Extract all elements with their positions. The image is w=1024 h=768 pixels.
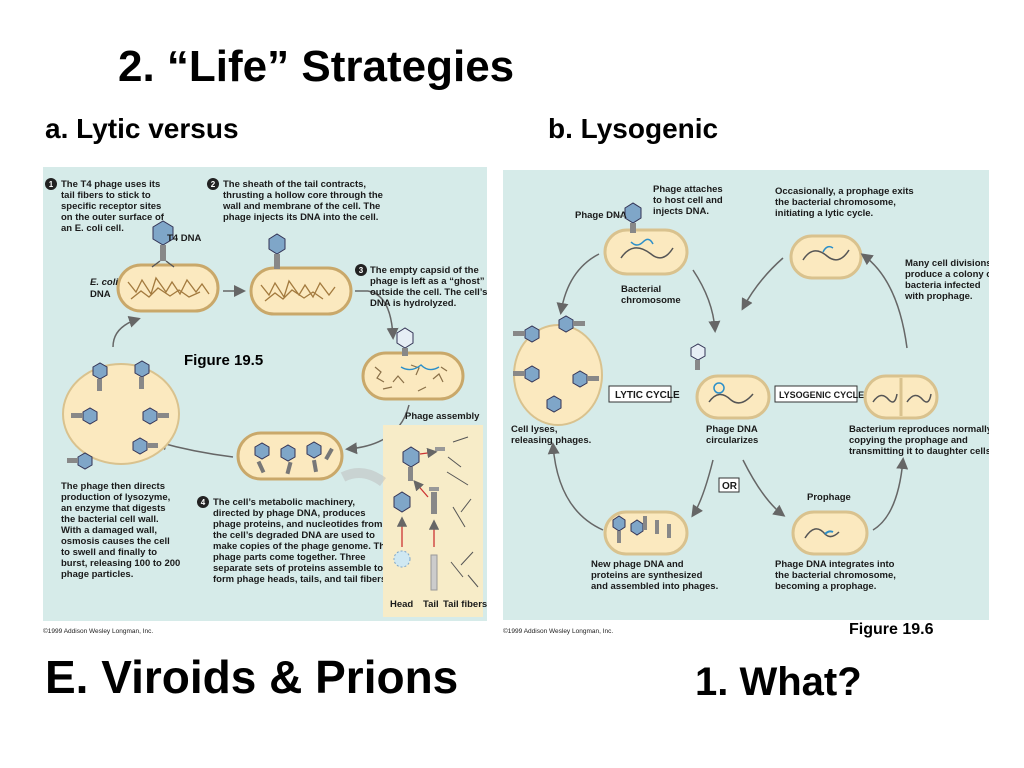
attach-text: Phage attaches to host cell and injects … — [653, 184, 725, 217]
left-figure-copyright: ©1999 Addison Wesley Longman, Inc. — [43, 628, 154, 635]
ecoli-dna-2 — [260, 279, 336, 302]
tail-label: Tail — [423, 599, 439, 610]
attaching-phage-icon — [624, 202, 642, 224]
arrow-divide-to-exit — [860, 253, 908, 349]
step-5-text: The phage then directs production of lys… — [61, 481, 183, 580]
assembling-phages — [254, 441, 334, 475]
step-4-badge — [197, 496, 209, 508]
step-2-badge — [207, 178, 219, 190]
circularizes-text: Phage DNA circularizes — [706, 424, 760, 446]
arrow-circularize-to-integrate — [742, 459, 786, 517]
bacterial-chromosome-3 — [708, 393, 754, 404]
phage-tail-contracted-icon — [274, 254, 280, 269]
empty-phage-tail-icon — [695, 360, 700, 370]
step-1-text: The T4 phage uses its tail fibers to sti… — [61, 179, 167, 234]
arrow-4-5 — [155, 438, 234, 458]
arrow-2-3 — [367, 290, 399, 340]
phage-assembly-label: Phage assembly — [405, 411, 480, 422]
excised-prophage — [822, 245, 834, 253]
injected-phage-dna — [630, 238, 654, 246]
lysis-phages — [513, 315, 599, 413]
host-cell-attach — [603, 228, 689, 276]
step-4-number: 4 — [201, 498, 206, 507]
ecoli-dna-label: E. coli DNA — [90, 277, 121, 300]
phage-injecting-icon — [268, 233, 286, 255]
divided-chromosomes — [872, 393, 932, 403]
right-figure-copyright: ©1999 Addison Wesley Longman, Inc. — [503, 628, 614, 635]
prophage-label: Prophage — [807, 492, 851, 503]
lytic-cycle-label: LYTIC CYCLE — [615, 390, 680, 401]
bacterial-chromosome-2 — [802, 249, 850, 261]
figure-19-6-caption: Figure 19.6 — [849, 621, 934, 638]
arrow-circularize-to-synthesis — [691, 459, 714, 518]
arrow-burst-to-attach — [556, 253, 600, 315]
step-1-badge — [45, 178, 57, 190]
figure-19-5-caption: Figure 19.5 — [184, 352, 263, 369]
lysogenic-cycle-figure: Phage DNA Phage attaches to host cell an… — [503, 170, 989, 620]
synthesized-phages — [612, 515, 671, 543]
lysogenic-cycle-box — [774, 385, 858, 403]
burst-cell — [62, 363, 180, 465]
integrated-prophage — [824, 530, 834, 535]
arrow-synthesis-to-lysis — [547, 442, 604, 531]
new-phage-text: New phage DNA and proteins are synthesiz… — [591, 559, 718, 592]
prophage-cell — [791, 510, 869, 556]
attaching-phage-tail-icon — [630, 223, 636, 233]
assembly-diagram — [393, 436, 479, 591]
lytic-cycle-box — [608, 385, 672, 403]
ecoli-dna-1 — [127, 276, 210, 300]
assembly-pointer — [340, 468, 386, 487]
step-1-number: 1 — [49, 180, 54, 189]
prophage-exit-cell — [789, 234, 863, 280]
lysogenic-cycle-label: LYSOGENIC CYCLE — [779, 390, 864, 400]
ghost-capsid-icon — [396, 327, 414, 349]
lysogenic-cycle-diagram: Phage DNA Phage attaches to host cell an… — [511, 184, 989, 592]
slide-title: 2. “Life” Strategies — [118, 42, 515, 91]
released-phages — [67, 360, 169, 470]
circular-phage-dna — [713, 382, 725, 394]
step-3-text: The empty capsid of the phage is left as… — [370, 265, 487, 309]
circularize-cell — [695, 374, 771, 420]
bacterium-reproduces-text: Bacterium reproduces normally, copying t… — [849, 424, 989, 457]
what-heading: 1. What? — [695, 660, 862, 704]
step-4-text: The cell’s metabolic machinery, directed… — [213, 497, 393, 585]
prophage-exit-text: Occasionally, a prophage exits the bacte… — [775, 186, 916, 219]
arrow-attach-to-circularize — [692, 269, 721, 333]
subtitle-lysogenic: b. Lysogenic — [548, 113, 719, 144]
integrates-text: Phage DNA integrates into the bacterial … — [775, 559, 899, 592]
ghost-tail-icon — [402, 348, 408, 356]
step-3-number: 3 — [359, 266, 364, 275]
lytic-cycle-diagram: 1 The T4 phage uses its tail fibers to s… — [45, 178, 487, 617]
empty-phage-icon — [690, 343, 706, 361]
bacterial-chromosome-label: Bacterial chromosome — [621, 284, 681, 306]
arrow-exit-to-lytic — [741, 257, 784, 311]
tail-fibers-label: Tail fibers — [443, 599, 487, 610]
head-label: Head — [390, 599, 413, 610]
arrow-5-1 — [112, 316, 141, 348]
step-2-number: 2 — [211, 180, 216, 189]
bacterial-chromosome-1 — [620, 247, 674, 259]
t4-phage-tail-icon — [160, 245, 166, 261]
step-3-badge — [355, 264, 367, 276]
t4-tail-fiber-icon — [151, 260, 175, 268]
or-box — [718, 477, 740, 493]
phage-dna-label: Phage DNA — [575, 210, 627, 221]
phage-dna-strand — [400, 364, 440, 371]
hydrolyzed-dna — [374, 364, 448, 392]
subtitle-lytic: a. Lytic versus — [45, 113, 239, 144]
viroids-prions-heading: E. Viroids & Prions — [45, 651, 459, 703]
cell-lyses-text: Cell lyses, releasing phages. — [511, 424, 591, 446]
arrow-integrate-to-reproduce — [872, 457, 909, 531]
many-divisions-text: Many cell divisions produce a colony of … — [904, 258, 989, 302]
or-label: OR — [722, 481, 738, 492]
lytic-cycle-figure: 1 The T4 phage uses its tail fibers to s… — [43, 167, 487, 621]
step-2-text: The sheath of the tail contracts, thrust… — [222, 179, 386, 223]
t4-phage-icon — [152, 220, 174, 246]
t4-dna-label: T4 DNA — [167, 233, 201, 244]
